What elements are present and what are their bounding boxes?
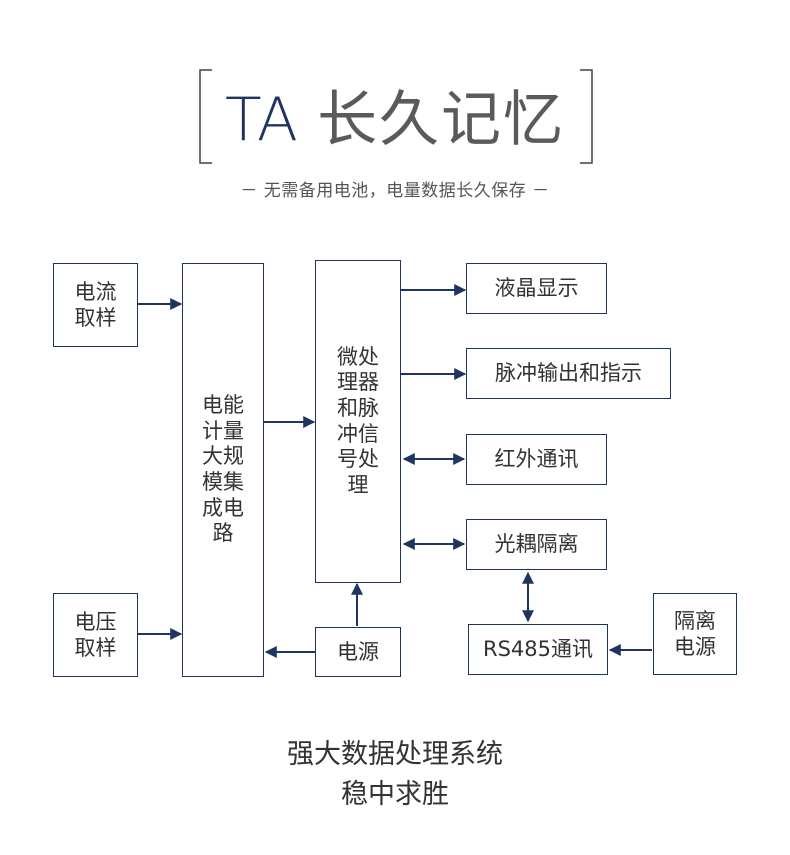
lcd-label: 液晶显示 bbox=[494, 276, 579, 301]
rs485-box: RS485通讯 bbox=[468, 624, 608, 675]
pulse-output-label: 脉冲输出和指示 bbox=[495, 361, 642, 386]
current-sampling-label: 电流取样 bbox=[74, 279, 117, 330]
isolated-power-label: 隔离电源 bbox=[674, 608, 716, 659]
lcd-box: 液晶显示 bbox=[466, 263, 607, 314]
footer-line-1: 强大数据处理系统 bbox=[287, 739, 503, 770]
title-chinese: 长久记忆 bbox=[317, 85, 566, 155]
metering-ic-label: 电能计量大规模集成电路 bbox=[202, 393, 244, 546]
optocoupler-label: 光耦隔离 bbox=[494, 532, 579, 557]
metering-ic-box: 电能计量大规模集成电路 bbox=[182, 263, 264, 677]
rs485-label: RS485通讯 bbox=[482, 637, 593, 662]
isolated-power-box: 隔离电源 bbox=[653, 593, 737, 675]
current-sampling-box: 电流取样 bbox=[53, 263, 138, 347]
infrared-label: 红外通讯 bbox=[494, 447, 579, 472]
voltage-sampling-label: 电压取样 bbox=[74, 609, 117, 660]
infrared-box: 红外通讯 bbox=[466, 434, 607, 485]
optocoupler-box: 光耦隔离 bbox=[466, 519, 607, 570]
voltage-sampling-box: 电压取样 bbox=[53, 593, 138, 677]
page-title: TA 长久记忆 bbox=[0, 85, 790, 155]
microprocessor-box: 微处理器和脉冲信号处理 bbox=[315, 260, 401, 583]
microprocessor-label: 微处理器和脉冲信号处理 bbox=[337, 344, 379, 497]
footer-line-2: 稳中求胜 bbox=[341, 779, 449, 810]
title-latin: TA bbox=[224, 85, 298, 155]
page-subtitle: － 无需备用电池，电量数据长久保存 － bbox=[240, 181, 550, 201]
power-label: 电源 bbox=[337, 639, 379, 664]
pulse-output-box: 脉冲输出和指示 bbox=[466, 348, 671, 399]
power-box: 电源 bbox=[315, 627, 401, 677]
